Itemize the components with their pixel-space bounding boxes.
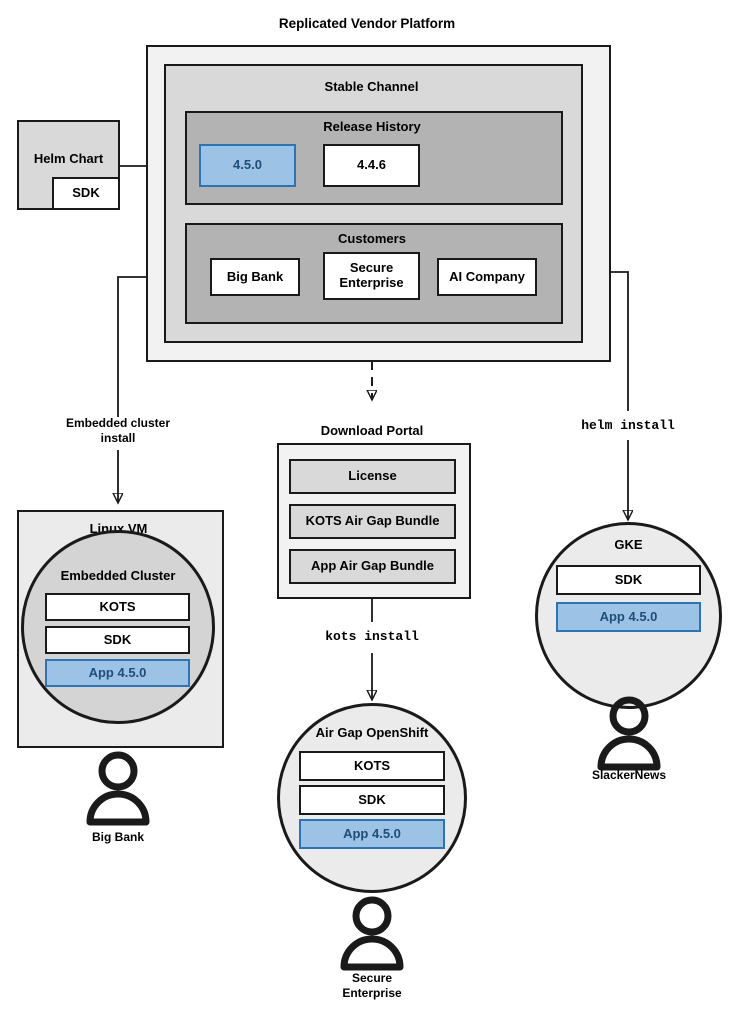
air-gap-component-app[interactable]: App 4.5.0: [299, 819, 445, 849]
gke-component-sdk[interactable]: SDK: [556, 565, 701, 595]
linux-vm-component-sdk[interactable]: SDK: [45, 626, 190, 654]
customer-secure-enterprise-box[interactable]: Secure Enterprise: [323, 252, 420, 300]
release-4-5-0-box[interactable]: 4.5.0: [199, 144, 296, 187]
download-artifact-kots-air-gap-bundle[interactable]: KOTS Air Gap Bundle: [289, 504, 456, 539]
gke-component-app[interactable]: App 4.5.0: [556, 602, 701, 632]
customer-big-bank-box[interactable]: Big Bank: [210, 258, 300, 296]
person-icon-big-bank: [86, 751, 150, 826]
release-history-label: Release History: [323, 119, 421, 134]
air-gap-component-kots[interactable]: KOTS: [299, 751, 445, 781]
linux-vm-component-app[interactable]: App 4.5.0: [45, 659, 190, 687]
actor-label-secure-enterprise: Secure Enterprise: [342, 971, 402, 1000]
helm-chart-sdk-box[interactable]: SDK: [52, 177, 120, 210]
linux-vm-component-kots[interactable]: KOTS: [45, 593, 190, 621]
air-gap-component-sdk[interactable]: SDK: [299, 785, 445, 815]
download-portal-label: Download Portal: [320, 423, 424, 438]
release-4-4-6-box[interactable]: 4.4.6: [323, 144, 420, 187]
embedded-cluster-label: Embedded Cluster: [60, 568, 176, 583]
actor-label-big-bank: Big Bank: [91, 830, 144, 844]
customer-ai-company-box[interactable]: AI Company: [437, 258, 537, 296]
customer-secure-enterprise-label: Secure Enterprise: [339, 260, 404, 290]
edge-label-helm-install: helm install: [581, 418, 675, 433]
gke-label: GKE: [614, 537, 643, 552]
air-gap-openshift-label: Air Gap OpenShift: [315, 725, 429, 740]
page-title: Replicated Vendor Platform: [278, 16, 456, 31]
stable-channel-label: Stable Channel: [324, 79, 419, 94]
edge-label-kots-install: kots install: [325, 629, 419, 644]
actor-label-slackernews: SlackerNews: [591, 768, 667, 782]
person-icon-slackernews: [597, 696, 661, 771]
helm-chart-label: Helm Chart: [33, 150, 104, 166]
download-artifact-license[interactable]: License: [289, 459, 456, 494]
customers-label: Customers: [338, 231, 406, 246]
person-icon-secure-enterprise: [340, 896, 404, 971]
edge-label-embedded-cluster-install: Embedded cluster install: [65, 416, 171, 445]
download-artifact-app-air-gap-bundle[interactable]: App Air Gap Bundle: [289, 549, 456, 584]
